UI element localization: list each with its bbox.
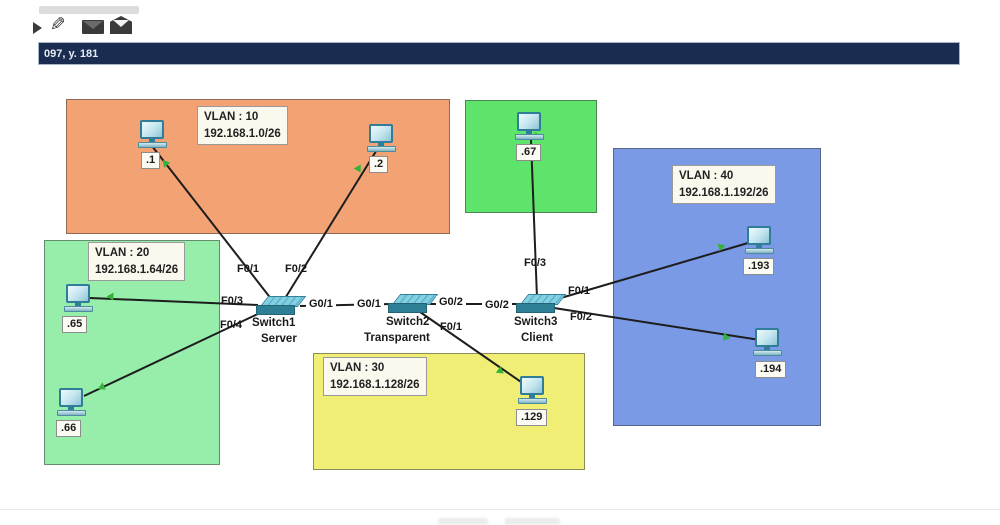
port-label-s2-g02: G0/2	[436, 296, 466, 308]
pc-65-label: .65	[62, 316, 88, 333]
link-status-icon	[722, 333, 732, 342]
vlan20-subnet: 192.168.1.64/26	[95, 263, 179, 276]
vlan30-label[interactable]: VLAN : 30 192.168.1.128/26	[323, 357, 427, 397]
vlan20-title: VLAN : 20	[95, 247, 150, 259]
status-bar: 097, y. 181	[38, 42, 960, 65]
footer-divider	[0, 509, 1000, 510]
port-label-s3-f03: F0/3	[524, 257, 547, 269]
port-label-s1-g01: G0/1	[306, 298, 336, 310]
switch3-icon[interactable]	[516, 294, 567, 314]
pc-1-label: .1	[141, 152, 161, 169]
pc-66-icon[interactable]	[56, 388, 86, 416]
vlan10-label[interactable]: VLAN : 10 192.168.1.0/26	[197, 106, 288, 146]
port-label-s2-f01: F0/1	[440, 321, 463, 333]
port-label-s3-f01: F0/1	[568, 285, 591, 297]
switch2-role: Transparent	[364, 332, 430, 344]
vlan40-title: VLAN : 40	[679, 170, 734, 182]
vlan10-subnet: 192.168.1.0/26	[204, 127, 281, 140]
pc-1-icon[interactable]	[137, 120, 167, 148]
vlan40-label[interactable]: VLAN : 40 192.168.1.192/26	[672, 165, 776, 205]
port-label-s2-g01: G0/1	[354, 298, 384, 310]
switch3-name: Switch3	[514, 316, 558, 328]
cursor-coordinates: 097, y. 181	[44, 48, 99, 60]
pc-66-label: .66	[56, 420, 82, 437]
pc-129-icon[interactable]	[517, 376, 547, 404]
pc-2-label: .2	[369, 156, 389, 173]
switch2-name: Switch2	[386, 316, 430, 328]
port-label-s1-f03: F0/3	[221, 295, 244, 307]
pc-2-icon[interactable]	[366, 124, 396, 152]
switch1-role: Server	[261, 333, 297, 345]
footer-faint-marks	[438, 518, 488, 525]
switch1-icon[interactable]	[256, 296, 307, 316]
switch2-icon[interactable]	[388, 294, 439, 314]
toolbar-edge-strip	[39, 6, 139, 14]
play-icon[interactable]	[33, 22, 42, 34]
port-label-s3-f02: F0/2	[570, 311, 593, 323]
pc-194-label: .194	[755, 361, 787, 378]
pc-67-label: .67	[516, 144, 542, 161]
pc-193-icon[interactable]	[744, 226, 774, 254]
vlan20-label[interactable]: VLAN : 20 192.168.1.64/26	[88, 242, 186, 282]
pc-129-label: .129	[516, 409, 548, 426]
pc-194-icon[interactable]	[752, 328, 782, 356]
switch3-role: Client	[521, 332, 553, 344]
pencil-icon[interactable]: ✎	[45, 15, 67, 32]
pc-65-icon[interactable]	[63, 284, 93, 312]
vlan40-subnet: 192.168.1.192/26	[679, 186, 769, 199]
mail-closed-icon[interactable]	[82, 20, 104, 34]
pc-67-icon[interactable]	[514, 112, 544, 140]
link-status-icon	[106, 292, 114, 301]
mail-open-icon[interactable]	[110, 16, 132, 34]
vlan30-title: VLAN : 30	[330, 362, 385, 374]
switch1-name: Switch1	[252, 317, 296, 329]
vlan10-title: VLAN : 10	[204, 111, 259, 123]
topology-canvas[interactable]: VLAN : 10 192.168.1.0/26 VLAN : 20 192.1…	[0, 66, 1000, 525]
vlan30-subnet: 192.168.1.128/26	[330, 378, 420, 391]
port-label-s1-f02: F0/2	[285, 263, 308, 275]
port-label-s3-g02: G0/2	[482, 299, 512, 311]
port-label-s1-f04: F0/4	[220, 319, 243, 331]
port-label-s1-f01: F0/1	[237, 263, 260, 275]
pc-193-label: .193	[743, 258, 775, 275]
footer-faint-marks	[505, 518, 560, 525]
